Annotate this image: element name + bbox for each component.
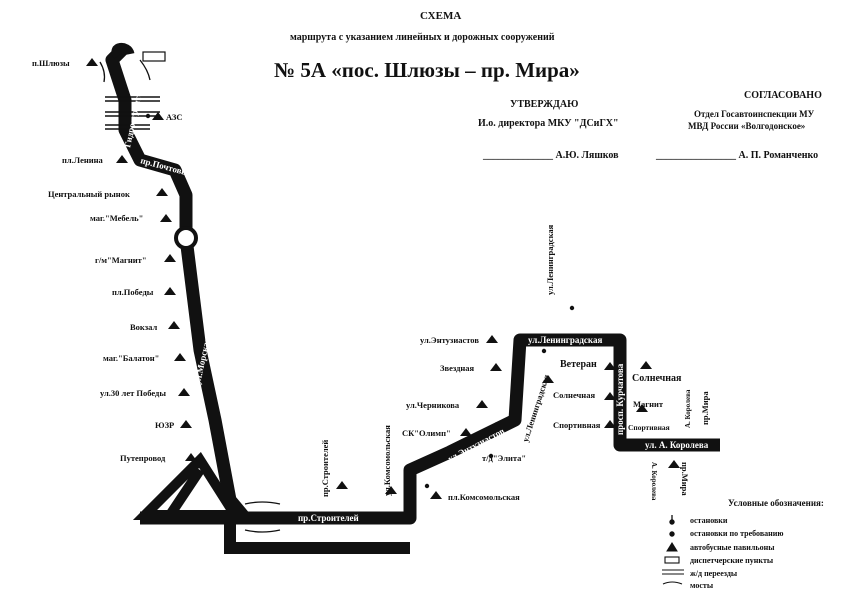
stop-marker [541, 348, 547, 354]
approve-right-line1: Отдел Госавтоинспекции МУ [694, 109, 815, 119]
stop-zvezdnaya: Звездная [440, 363, 475, 373]
stop-marker [668, 460, 680, 468]
stop-sport-2: Спортивная [628, 423, 670, 432]
stop-marker [180, 420, 192, 428]
stop-elita: т/д"Элита" [482, 453, 527, 463]
stop-marker [174, 353, 186, 361]
stop-marker [604, 392, 616, 400]
bridge-stroiteley [244, 501, 281, 533]
stop-marker [542, 375, 554, 383]
stop-puteprovod: Путепровод [120, 453, 166, 463]
approve-right-signature: ________________ А. П. Романченко [656, 150, 819, 161]
route-line-stroiteley [140, 333, 720, 525]
stop-marker [164, 254, 176, 262]
stop-marker [185, 453, 197, 461]
stop-marker [430, 491, 442, 499]
stop-marker [490, 422, 502, 430]
stop-solnechnaya-2: Солнечная [553, 390, 596, 400]
stop-marker [460, 428, 472, 436]
stop-marker [640, 361, 652, 369]
stop-magnit2: Магнит [633, 399, 664, 409]
header-scheme: СХЕМА [420, 10, 462, 22]
stop-olimp: СК"Олимп" [402, 428, 451, 438]
stop-marker [156, 188, 168, 196]
stop-entuziastov: ул.Энтузиастов [420, 335, 479, 345]
stop-balaton: маг."Балатон" [103, 353, 160, 363]
stop-marker [145, 113, 151, 119]
stop-yuzr: ЮЗР [155, 420, 175, 430]
street-stroiteley: пр.Строителей [298, 513, 359, 523]
approve-right-heading: СОГЛАСОВАНО [744, 90, 822, 101]
stop-marker [116, 155, 128, 163]
stop-komsomolskaya: пл.Комсомольская [448, 492, 520, 502]
stop-vokzal: Вокзал [130, 322, 158, 332]
stop-marker [160, 214, 172, 222]
stop-marker [604, 420, 616, 428]
approve-left-heading: УТВЕРЖДАЮ [510, 99, 579, 110]
stop-marker [604, 362, 616, 370]
stop-marker [178, 388, 190, 396]
legend-item: остановки [690, 516, 728, 525]
stop-shlyuzy: п.Шлюзы [32, 58, 70, 68]
stop-rynok: Центральный рынок [48, 189, 130, 199]
legend-symbols [662, 515, 684, 585]
street-korolyova: ул. А. Королева [645, 440, 709, 450]
rail-crossing-top [105, 96, 160, 130]
stop-marker [164, 287, 176, 295]
route-line-main [105, 45, 250, 523]
stop-azs: АЗС [166, 112, 183, 122]
approve-left-position: И.о. директора МКУ "ДСиГХ" [478, 118, 619, 129]
stop-marker [336, 481, 348, 489]
legend-item: мосты [690, 581, 714, 590]
legend-item: автобусные павильоны [690, 543, 775, 552]
stop-veteran: Ветеран [560, 359, 597, 370]
legend-item: диспетчерские пункты [690, 556, 774, 565]
route-lower-branch [224, 518, 410, 554]
approve-right-line2: МВД России «Волгодонское» [688, 121, 806, 131]
stop-pobedy: пл.Победы [112, 287, 154, 297]
stop-mebel: маг."Мебель" [90, 213, 144, 223]
stop-lenina: пл.Ленина [62, 155, 103, 165]
stop-solnechnaya-1: Солнечная [632, 373, 682, 384]
stop-marker [476, 400, 488, 408]
legend-item: ж/д переезды [690, 569, 738, 578]
dispatch-point-shlyuzy [142, 51, 166, 62]
route-loop-shlyuzy [111, 43, 135, 59]
stop-magnit1: г/м"Магнит" [95, 255, 147, 265]
stop-marker [168, 321, 180, 329]
stop-marker [490, 363, 502, 371]
stop-marker [152, 112, 164, 120]
roundabout [174, 226, 198, 250]
stop-marker [424, 483, 430, 489]
stop-marker [385, 486, 397, 494]
street-leningradskaya-h: ул.Ленинградская [528, 335, 602, 345]
stop-30-let: ул.30 лет Победы [100, 388, 166, 398]
stop-marker [569, 305, 575, 311]
header-subtitle: маршрута с указанием линейных и дорожных… [290, 32, 555, 43]
stop-marker [488, 453, 494, 459]
street-kurchatova: просп. Курчатова [615, 363, 625, 435]
stop-marker [86, 58, 98, 66]
bridge-top [99, 59, 151, 83]
stop-marker [486, 335, 498, 343]
page-title: № 5А «пос. Шлюзы – пр. Мира» [274, 58, 580, 82]
approve-left-signature: ______________ А.Ю. Ляшков [483, 150, 619, 161]
stop-chernikova: ул.Черникова [406, 400, 460, 410]
stop-marker [636, 404, 648, 412]
legend-title: Условные обозначения: [728, 498, 824, 508]
stop-sport-1: Спортивная [553, 420, 601, 430]
legend-item: остановки по требованию [690, 529, 784, 538]
